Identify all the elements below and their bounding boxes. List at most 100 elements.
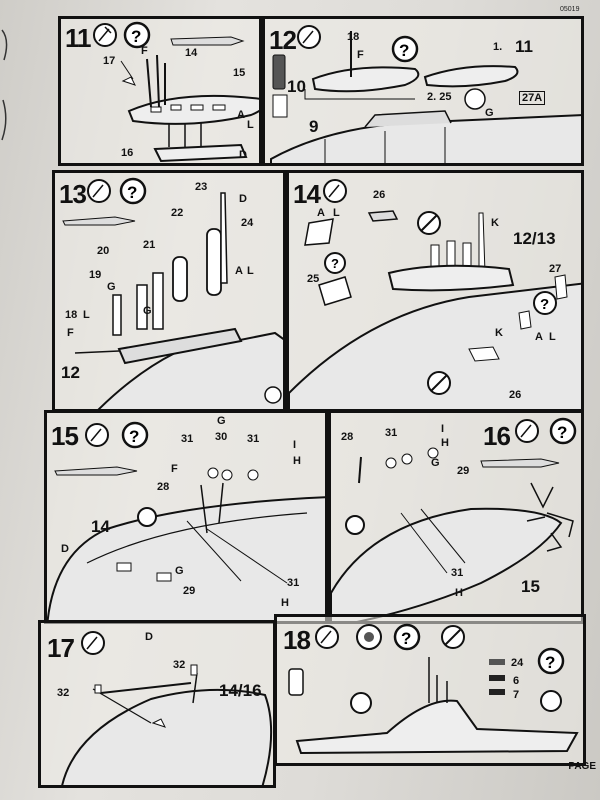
step-18-panel: ? ? 18 24 6 7 [274, 614, 586, 766]
svg-text:?: ? [127, 183, 137, 202]
part-label: 14/16 [219, 681, 262, 700]
part-label: 2. 25 [427, 91, 452, 103]
glue-icon [87, 179, 111, 203]
part-label: 19 [89, 269, 102, 281]
step-16-drawing: ? [331, 417, 577, 621]
part-label: 15 [521, 577, 540, 596]
part-label: G [431, 457, 440, 469]
step-12-drawing: ? [270, 25, 581, 163]
glue-icon [85, 423, 109, 447]
step-15-panel: ? 15 31 30 31 G I H F 28 14 D G 29 31 H [44, 410, 328, 624]
part-label: 15 [233, 67, 246, 79]
step-11-drawing: ? [93, 21, 259, 163]
step-12-panel: ? 12 18 F 11 1. 10 2. 25 27A G 9 [262, 16, 584, 166]
part-label: G [143, 305, 152, 317]
svg-text:?: ? [331, 256, 339, 271]
part-label: K [491, 217, 499, 229]
part-label: 31 [287, 577, 300, 589]
part-label: 23 [195, 181, 208, 193]
svg-text:?: ? [399, 41, 409, 60]
part-label: 26 [509, 389, 522, 401]
part-label: 32 [173, 659, 186, 671]
step-14-drawing: ? ? [289, 179, 581, 409]
part-label: G [217, 415, 226, 427]
part-label: L [333, 207, 340, 219]
part-label: 14 [185, 47, 198, 59]
step-15-drawing: ? [47, 421, 325, 621]
part-label: A [535, 331, 543, 343]
question-icon [121, 421, 149, 449]
document-code: 05019 [560, 6, 580, 13]
glue-icon [81, 631, 105, 655]
part-label: 20 [97, 245, 110, 257]
step-13-drawing: ? [62, 177, 283, 409]
part-label: 22 [171, 207, 184, 219]
part-label: 9 [309, 117, 319, 136]
glue-icon [323, 179, 347, 203]
step-number: 17 [47, 633, 75, 663]
svg-text:?: ? [545, 653, 555, 672]
part-label: 16 [121, 147, 134, 159]
part-label: A [317, 207, 325, 219]
part-label: 28 [341, 431, 354, 443]
page-label: PAGE [568, 761, 596, 772]
part-label: F [171, 463, 178, 475]
part-label: A [235, 265, 243, 277]
part-label: F [357, 49, 364, 61]
part-label: 24 [241, 217, 254, 229]
part-label: 12 [61, 363, 80, 382]
question-icon [537, 647, 565, 675]
question-icon [324, 252, 346, 274]
part-label: A [237, 109, 245, 121]
step-number: 18 [283, 625, 311, 655]
step-number: 15 [51, 421, 79, 451]
part-label: D [61, 543, 69, 555]
part-label: L [247, 265, 254, 277]
step-18-drawing: ? ? [288, 623, 579, 755]
part-label: D [239, 193, 247, 205]
step-14-panel: ? ? 14 26 A L K 12/13 27 25 K A L 26 [286, 170, 584, 412]
part-label: 11 [515, 37, 533, 56]
part-label: L [247, 119, 254, 131]
part-label: 31 [385, 427, 398, 439]
part-label: I [293, 439, 297, 451]
step-number: 13 [59, 179, 87, 209]
part-label: 18 [347, 31, 360, 43]
part-label: 27A [519, 91, 546, 105]
glue-icon [515, 419, 539, 443]
part-label: H [455, 587, 463, 599]
question-icon [391, 35, 419, 63]
part-label: 18 [65, 309, 78, 321]
part-label: I [441, 423, 445, 435]
question-icon [393, 623, 421, 651]
step-11-panel: ? 11 17 F 14 15 16 A L D [58, 16, 262, 166]
step-17-panel: 17 D 32 32 14/16 [38, 620, 276, 788]
part-label: H [281, 597, 289, 609]
part-label: 31 [247, 433, 260, 445]
step-number: 12 [269, 25, 297, 55]
part-label: 29 [183, 585, 196, 597]
part-label: 6 [513, 675, 520, 687]
step-13-panel: ? 13 23 D 22 24 20 21 A L 19 G 18 L F G … [52, 170, 286, 412]
part-label: G [175, 565, 184, 577]
part-label: 32 [57, 687, 70, 699]
part-label: 28 [157, 481, 170, 493]
svg-text:?: ? [129, 427, 139, 446]
part-label: H [441, 437, 449, 449]
part-label: 1. [493, 41, 503, 53]
question-icon [119, 177, 147, 205]
part-label: 31 [181, 433, 194, 445]
previous-page-edge [0, 20, 12, 360]
svg-text:?: ? [131, 27, 141, 46]
part-label: 30 [215, 431, 228, 443]
part-label: K [495, 327, 503, 339]
svg-text:?: ? [557, 423, 567, 442]
part-label: 25 [307, 273, 320, 285]
glue-icon [297, 25, 321, 49]
part-label: D [145, 631, 153, 643]
part-label: L [83, 309, 90, 321]
part-label: 17 [103, 55, 116, 67]
part-label: D [239, 149, 247, 161]
part-label: 31 [451, 567, 464, 579]
